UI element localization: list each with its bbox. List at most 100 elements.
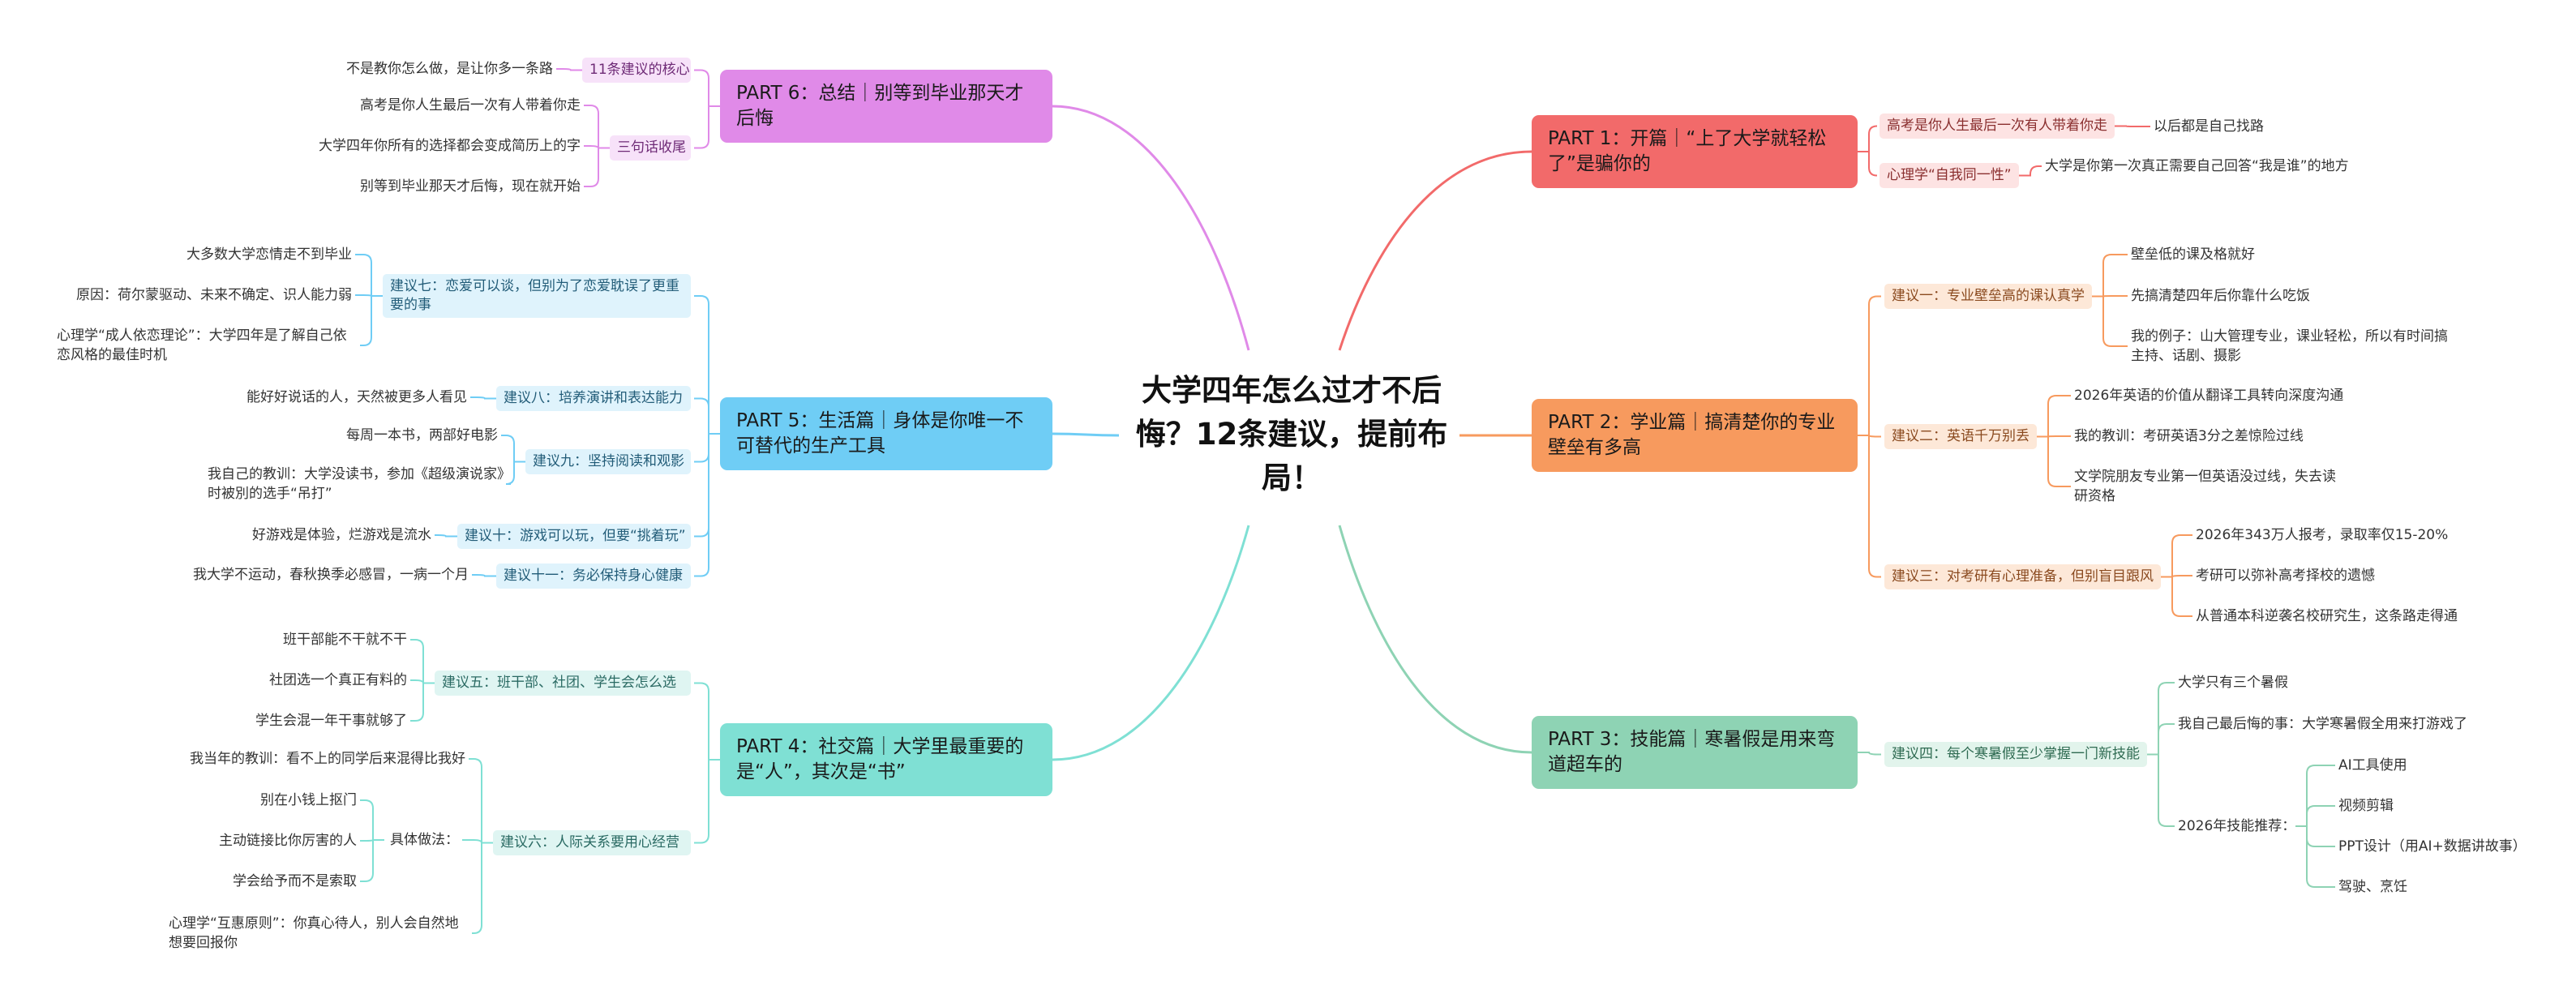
part4-leaf[interactable]: 班干部能不干就不干 bbox=[283, 632, 407, 648]
part2-leaf[interactable]: 考研可以弥补高考择校的遗憾 bbox=[2196, 568, 2375, 584]
part6-item-core[interactable]: 11条建议的核心 bbox=[582, 58, 691, 83]
root-link bbox=[1338, 150, 1532, 351]
root-link bbox=[1052, 105, 1250, 351]
part5-leaf[interactable]: 每周一本书，两部好电影 bbox=[346, 427, 498, 444]
branch-line bbox=[2115, 125, 2150, 127]
part6-leaf[interactable]: 大学四年你所有的选择都会变成简历上的字 bbox=[319, 138, 581, 154]
root-link bbox=[1052, 432, 1120, 437]
part4-topic[interactable]: PART 4：社交篇｜大学里最重要的是“人”，其次是“书” bbox=[720, 723, 1052, 796]
part3-skill-leaf[interactable]: PPT设计（用AI+数据讲故事） bbox=[2338, 838, 2527, 855]
branch-line bbox=[2147, 723, 2175, 756]
part4-practice-leaf[interactable]: 学会给予而不是索取 bbox=[233, 873, 357, 889]
part5-item-8[interactable]: 建议八：培养演讲和表达能力 bbox=[496, 386, 691, 411]
part4-leaf[interactable]: 心理学“互惠原则”：你真心待人，别人会自然地想要回报你 bbox=[169, 915, 459, 951]
branch-line bbox=[694, 759, 720, 844]
part4-item-6[interactable]: 建议六：人际关系要用心经营 bbox=[493, 830, 691, 855]
branch-line bbox=[694, 397, 720, 435]
part3-skill-leaf[interactable]: 驾驶、烹饪 bbox=[2338, 879, 2407, 895]
part5-topic[interactable]: PART 5：生活篇｜身体是你唯一不可替代的生产工具 bbox=[720, 397, 1052, 470]
branch-line bbox=[2295, 825, 2335, 888]
part2-leaf[interactable]: 我的例子：山大管理专业，课业轻松，所以有时间搞主持、话剧、摄影 bbox=[2131, 328, 2448, 364]
part2-item-3[interactable]: 建议三：对考研有心理准备，但别盲目跟风 bbox=[1884, 564, 2161, 589]
part5-item-7[interactable]: 建议七：恋爱可以谈，但别为了恋爱耽误了更重要的事 bbox=[383, 274, 691, 318]
part6-item-closing[interactable]: 三句话收尾 bbox=[610, 135, 691, 161]
part2-leaf[interactable]: 先搞清楚四年后你靠什么吃饭 bbox=[2131, 288, 2310, 304]
part2-leaf[interactable]: 2026年343万人报考，录取率仅15-20% bbox=[2196, 527, 2449, 543]
branch-line bbox=[694, 433, 720, 463]
branch-line bbox=[470, 396, 496, 400]
branch-line bbox=[505, 461, 525, 485]
part5-leaf[interactable]: 原因：荷尔蒙驱动、未来不确定、识人能力弱 bbox=[76, 287, 352, 303]
part6-topic[interactable]: PART 6：总结｜别等到毕业那天才后悔 bbox=[720, 70, 1052, 143]
part1-leaf[interactable]: 以后都是自己找路 bbox=[2154, 118, 2264, 135]
part5-item-9[interactable]: 建议九：坚持阅读和观影 bbox=[525, 449, 691, 474]
part6-leaf[interactable]: 别等到毕业那天才后悔，现在就开始 bbox=[360, 178, 581, 195]
part4-practice-leaf[interactable]: 别在小钱上抠门 bbox=[260, 792, 357, 808]
part2-leaf[interactable]: 文学院朋友专业第一但英语没过线，失去读研资格 bbox=[2074, 469, 2336, 504]
part3-topic[interactable]: PART 3：技能篇｜寒暑假是用来弯道超车的 bbox=[1532, 716, 1858, 789]
part2-topic[interactable]: PART 2：学业篇｜搞清楚你的专业壁垒有多高 bbox=[1532, 399, 1858, 472]
part5-leaf[interactable]: 我大学不运动，春秋换季必感冒，一病一个月 bbox=[193, 567, 469, 583]
root-topic[interactable]: 大学四年怎么过才不后悔？12条建议，提前布局！ bbox=[1135, 373, 1448, 495]
part2-item-2[interactable]: 建议二：英语千万别丢 bbox=[1884, 424, 2037, 449]
part4-leaf[interactable]: 社团选一个真正有料的 bbox=[269, 672, 407, 688]
part4-practice-leaf[interactable]: 主动链接比你厉害的人 bbox=[219, 833, 357, 849]
branch-line bbox=[1858, 752, 1881, 756]
branch-line bbox=[694, 69, 720, 107]
part5-item-10[interactable]: 建议十：游戏可以玩，但要“挑着玩” bbox=[457, 524, 691, 549]
branch-line bbox=[435, 534, 457, 538]
branch-line bbox=[694, 105, 720, 149]
part5-leaf[interactable]: 能好好说话的人，天然被更多人看见 bbox=[246, 389, 467, 405]
branch-line bbox=[472, 574, 496, 577]
branch-line bbox=[2092, 254, 2128, 298]
part4-practice-group[interactable]: 具体做法： bbox=[390, 832, 459, 848]
branch-line bbox=[1858, 435, 1881, 578]
branch-line bbox=[469, 758, 493, 844]
part5-leaf[interactable]: 好游戏是体验，烂游戏是流水 bbox=[252, 527, 431, 543]
part2-leaf[interactable]: 2026年英语的价值从翻译工具转向深度沟通 bbox=[2074, 388, 2344, 404]
branch-line bbox=[694, 295, 720, 435]
part2-leaf[interactable]: 从普通本科逆袭名校研究生，这条路走得通 bbox=[2196, 608, 2458, 624]
root-link bbox=[1338, 525, 1532, 754]
branch-line bbox=[1858, 125, 1878, 152]
part5-item-11[interactable]: 建议十一：务必保持身心健康 bbox=[496, 563, 691, 589]
part3-skill-leaf[interactable]: 视频剪辑 bbox=[2338, 798, 2394, 814]
root-link bbox=[1052, 525, 1250, 761]
part3-item-4[interactable]: 建议四：每个寒暑假至少掌握一门新技能 bbox=[1884, 742, 2147, 767]
part1-item-gaokao[interactable]: 高考是你人生最后一次有人带着你走 bbox=[1879, 114, 2115, 139]
branch-line bbox=[410, 639, 435, 684]
branch-line bbox=[2295, 825, 2335, 847]
part6-leaf[interactable]: 不是教你怎么做，是让你多一条路 bbox=[346, 61, 553, 77]
branch-line bbox=[360, 295, 383, 346]
branch-line bbox=[360, 799, 384, 841]
branch-line bbox=[2147, 682, 2175, 756]
branch-line bbox=[2037, 435, 2071, 487]
part6-leaf[interactable]: 高考是你人生最后一次有人带着你走 bbox=[360, 97, 581, 114]
part3-leaf[interactable]: 大学只有三个暑假 bbox=[2178, 675, 2288, 691]
part2-leaf[interactable]: 壁垒低的课及格就好 bbox=[2131, 246, 2255, 263]
part3-leaf[interactable]: 我自己最后悔的事：大学寒暑假全用来打游戏了 bbox=[2178, 716, 2467, 732]
branch-line bbox=[2295, 765, 2335, 827]
part5-leaf[interactable]: 我自己的教训：大学没读书，参加《超级演说家》时被別的选手“吊打” bbox=[208, 466, 504, 502]
branch-line bbox=[1858, 151, 1878, 177]
branch-line bbox=[2147, 753, 2175, 827]
part4-leaf[interactable]: 我当年的教训：看不上的同学后来混得比我好 bbox=[190, 751, 465, 767]
part4-item-5[interactable]: 建议五：班干部、社团、学生会怎么选 bbox=[435, 671, 691, 696]
branch-line bbox=[410, 682, 435, 722]
branch-line bbox=[1858, 295, 1881, 436]
branch-line bbox=[360, 839, 384, 882]
part5-leaf[interactable]: 心理学“成人依恋理论”：大学四年是了解自己依恋风格的最佳时机 bbox=[57, 328, 347, 363]
part4-leaf[interactable]: 学生会混一年干事就够了 bbox=[255, 713, 407, 729]
branch-line bbox=[694, 682, 720, 761]
part2-leaf[interactable]: 我的教训：考研英语3分之差惊险过线 bbox=[2074, 428, 2304, 444]
part3-skill-group[interactable]: 2026年技能推荐： bbox=[2178, 818, 2296, 834]
part1-item-identity[interactable]: 心理学“自我同一性” bbox=[1879, 163, 2019, 188]
part1-topic[interactable]: PART 1：开篇｜“上了大学就轻松了”是骗你的 bbox=[1532, 115, 1858, 188]
part2-item-1[interactable]: 建议一：专业壁垒高的课认真学 bbox=[1884, 284, 2092, 309]
part5-leaf[interactable]: 大多数大学恋情走不到毕业 bbox=[186, 246, 352, 263]
branch-line bbox=[355, 254, 383, 297]
part3-skill-leaf[interactable]: AI工具使用 bbox=[2338, 757, 2407, 773]
part1-leaf[interactable]: 大学是你第一次真正需要自己回答“我是谁”的地方 bbox=[2045, 158, 2349, 174]
